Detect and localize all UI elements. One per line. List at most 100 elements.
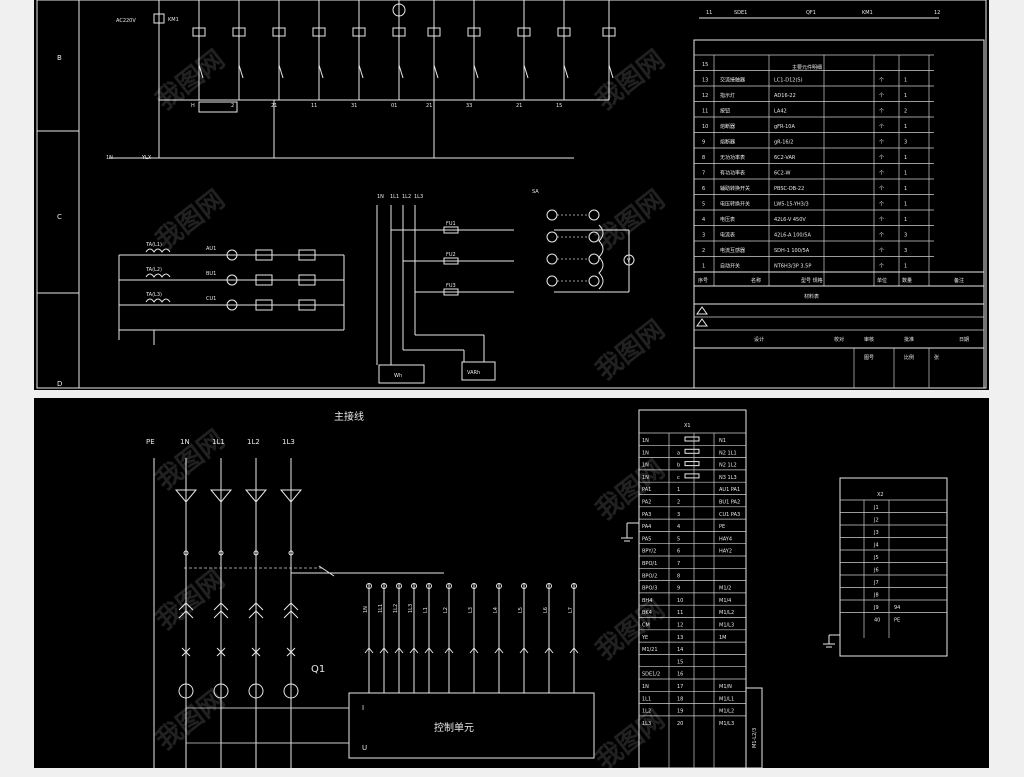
terminal-left-label: 1N [642,475,649,481]
row-qty: 1 [904,217,907,223]
terminal-number: 5 [677,536,680,542]
switch-chain: SDE1 QF1 KM1 11 12 [699,10,940,18]
x2-row-label: J3 [873,530,879,536]
bus-label-l2: 1L2 [402,194,411,200]
terminal-number: 20 [677,721,683,727]
row-model: LC1-D12(S) [774,78,803,84]
x2-row-label: J6 [873,568,879,574]
km1-label: KM1 [862,10,873,16]
control-terminal-label: L7 [568,607,574,613]
row-number: 1 [702,264,705,270]
wh-label: Wh [394,373,402,379]
terminal-number: 19 [677,709,683,715]
switch-icon [359,65,363,78]
terminal-number: 12 [677,623,683,629]
terminal-left-label: PA5 [642,536,651,542]
varh-label: VARh [467,370,480,376]
control-io-i: I [362,704,364,712]
terminal-right-label: M1/L3 [719,623,734,629]
terminal-left-label: 1N [642,684,649,690]
sign-cell: 日期 [959,337,969,343]
terminal-left-label: BK4 [642,610,652,616]
control-terminal-label: L4 [493,607,499,613]
row-unit: 个 [879,140,884,146]
row-name: 电压表 [720,216,735,223]
row-unit: 个 [879,124,884,130]
x2-row-label: J2 [873,518,879,524]
row-qty: 3 [904,248,907,254]
terminal-left-label: 1L2 [642,709,651,715]
materials-title: 材料表 [804,293,819,300]
switch-icon [434,65,438,78]
title-block-cell: 比例 [904,354,914,361]
terminal-right-label: M1/4 [719,598,731,604]
zone-c: C [57,213,62,221]
bus-node-label: 15 [556,103,562,109]
switch-contact-icon [547,210,557,220]
ct-label: TA(L3) [145,292,162,298]
footer-cell: 型号 规格 [801,277,823,284]
terminal-left-label: CM [642,623,650,629]
pt-section: 1N 1L1 1L2 1L3 Wh VARh FU1 FU2 FU3 [377,189,634,383]
control-terminal-label: L3 [468,607,474,613]
node-12-label: 12 [934,10,940,16]
terminal-left-label: 1L3 [642,721,651,727]
terminal-number: b [677,463,680,469]
bus-ylx-label: YLX [141,155,152,161]
control-terminal-label: 1L3 [408,604,414,613]
row-number: 8 [702,155,705,161]
terminal-header: X1 [684,423,691,429]
terminal-right-label: CU1 PA3 [719,512,740,518]
fu2-label: FU2 [446,252,456,258]
row-qty: 1 [904,78,907,84]
ct-coil-icon [146,249,170,252]
terminal-number: 17 [677,684,683,690]
sign-cell: 校对 [834,336,844,343]
row-model: 6C2-W [774,171,790,177]
sa-label: SA [532,189,539,195]
row-qty: 3 [904,140,907,146]
switch-contact-icon [589,254,599,264]
terminal-right-label: PE [719,524,725,530]
row-number: 3 [702,233,705,239]
terminal-left-label: BPO/2 [642,573,657,579]
footer-cell: 名称 [751,277,761,284]
zone-b: B [57,54,62,62]
ct-coil-icon [146,299,170,302]
terminal-number: 4 [677,524,680,530]
x2-row-label: 40 [874,618,880,624]
row-name: 熔断器 [720,139,735,146]
row-number: 9 [702,140,705,146]
fuse-icon [685,449,699,453]
bus-node-label: 33 [466,103,472,109]
footer-cell: 序号 [698,277,708,284]
row-unit: 个 [879,78,884,84]
ct-tap-label: CU1 [206,296,216,302]
row-name: 按钮 [720,108,730,115]
row-model: AD16-22 [774,93,796,99]
terminal-right-label: N1 [719,438,726,444]
switch-icon [609,65,613,78]
row-number: 7 [702,171,705,177]
terminal-left-label: PA1 [642,487,651,493]
row-model: SDH-1 100/5A [774,248,810,254]
node-11-label: 11 [706,10,712,16]
x2-row-label: J5 [873,555,879,561]
terminal-right-label: HAY2 [719,549,732,555]
terminal-right-label: M1/L2 [719,709,734,715]
switch-contact-icon [547,254,557,264]
control-terminal-label: L5 [518,607,524,613]
ct-coil-icon [146,274,170,277]
row-unit: 个 [879,186,884,192]
control-io-u: U [362,744,367,752]
terminal-right-label: N2 1L2 [719,463,737,469]
terminal-number: 14 [677,647,683,653]
terminal-right-label: BU1 PA2 [719,500,740,506]
row-model: 42L6-A 100/5A [774,233,811,239]
row-name: 自动开关 [720,263,740,270]
